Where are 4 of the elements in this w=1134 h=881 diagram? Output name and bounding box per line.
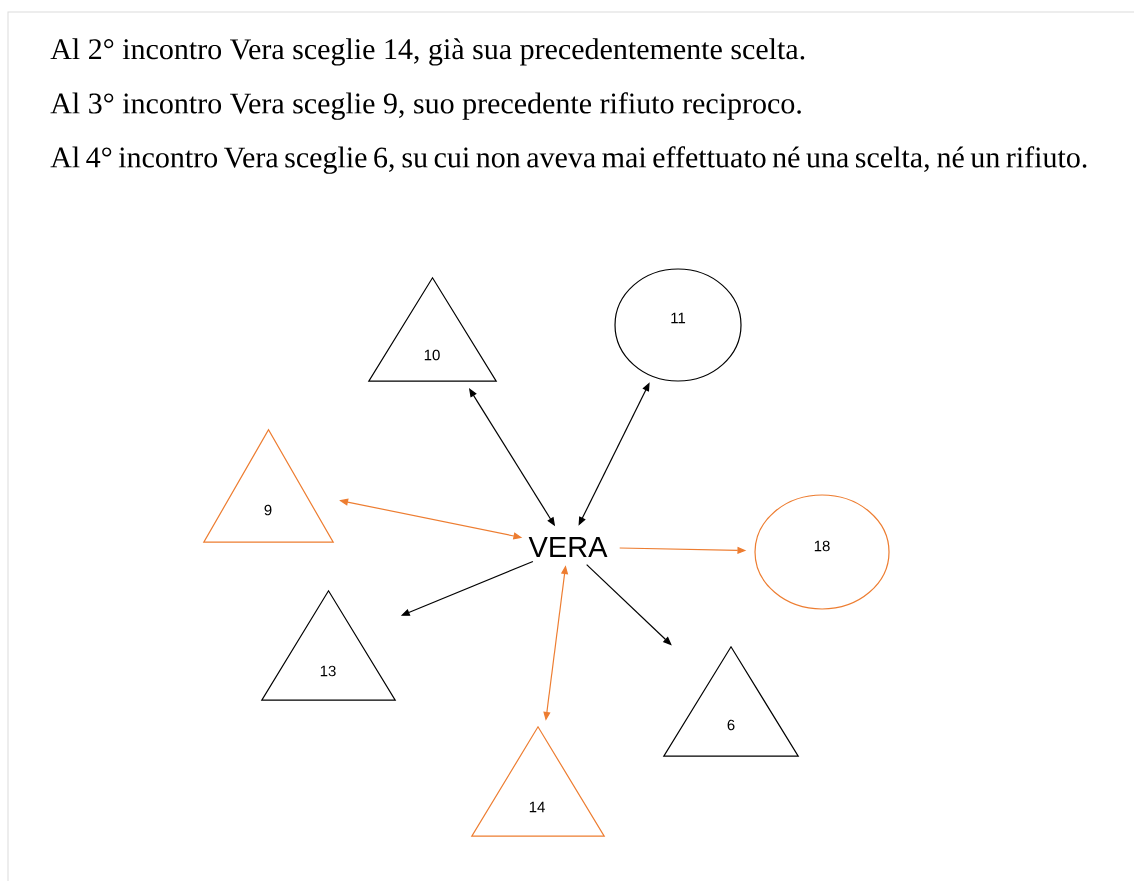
name-label: VERA xyxy=(528,537,608,557)
paragraph: Al 3° incontro Vera sceglie 9, suo precedente rifiuto reciproco. xyxy=(50,92,801,120)
paragraph: Al 4° incontro Vera sceglie 6, su cui non aveva mai effettuato né una scelta, né un rifiuto. xyxy=(50,146,1087,174)
paragraph: Al 2° incontro Vera sceglie 14, già sua precedentemente scelta. xyxy=(50,38,805,66)
